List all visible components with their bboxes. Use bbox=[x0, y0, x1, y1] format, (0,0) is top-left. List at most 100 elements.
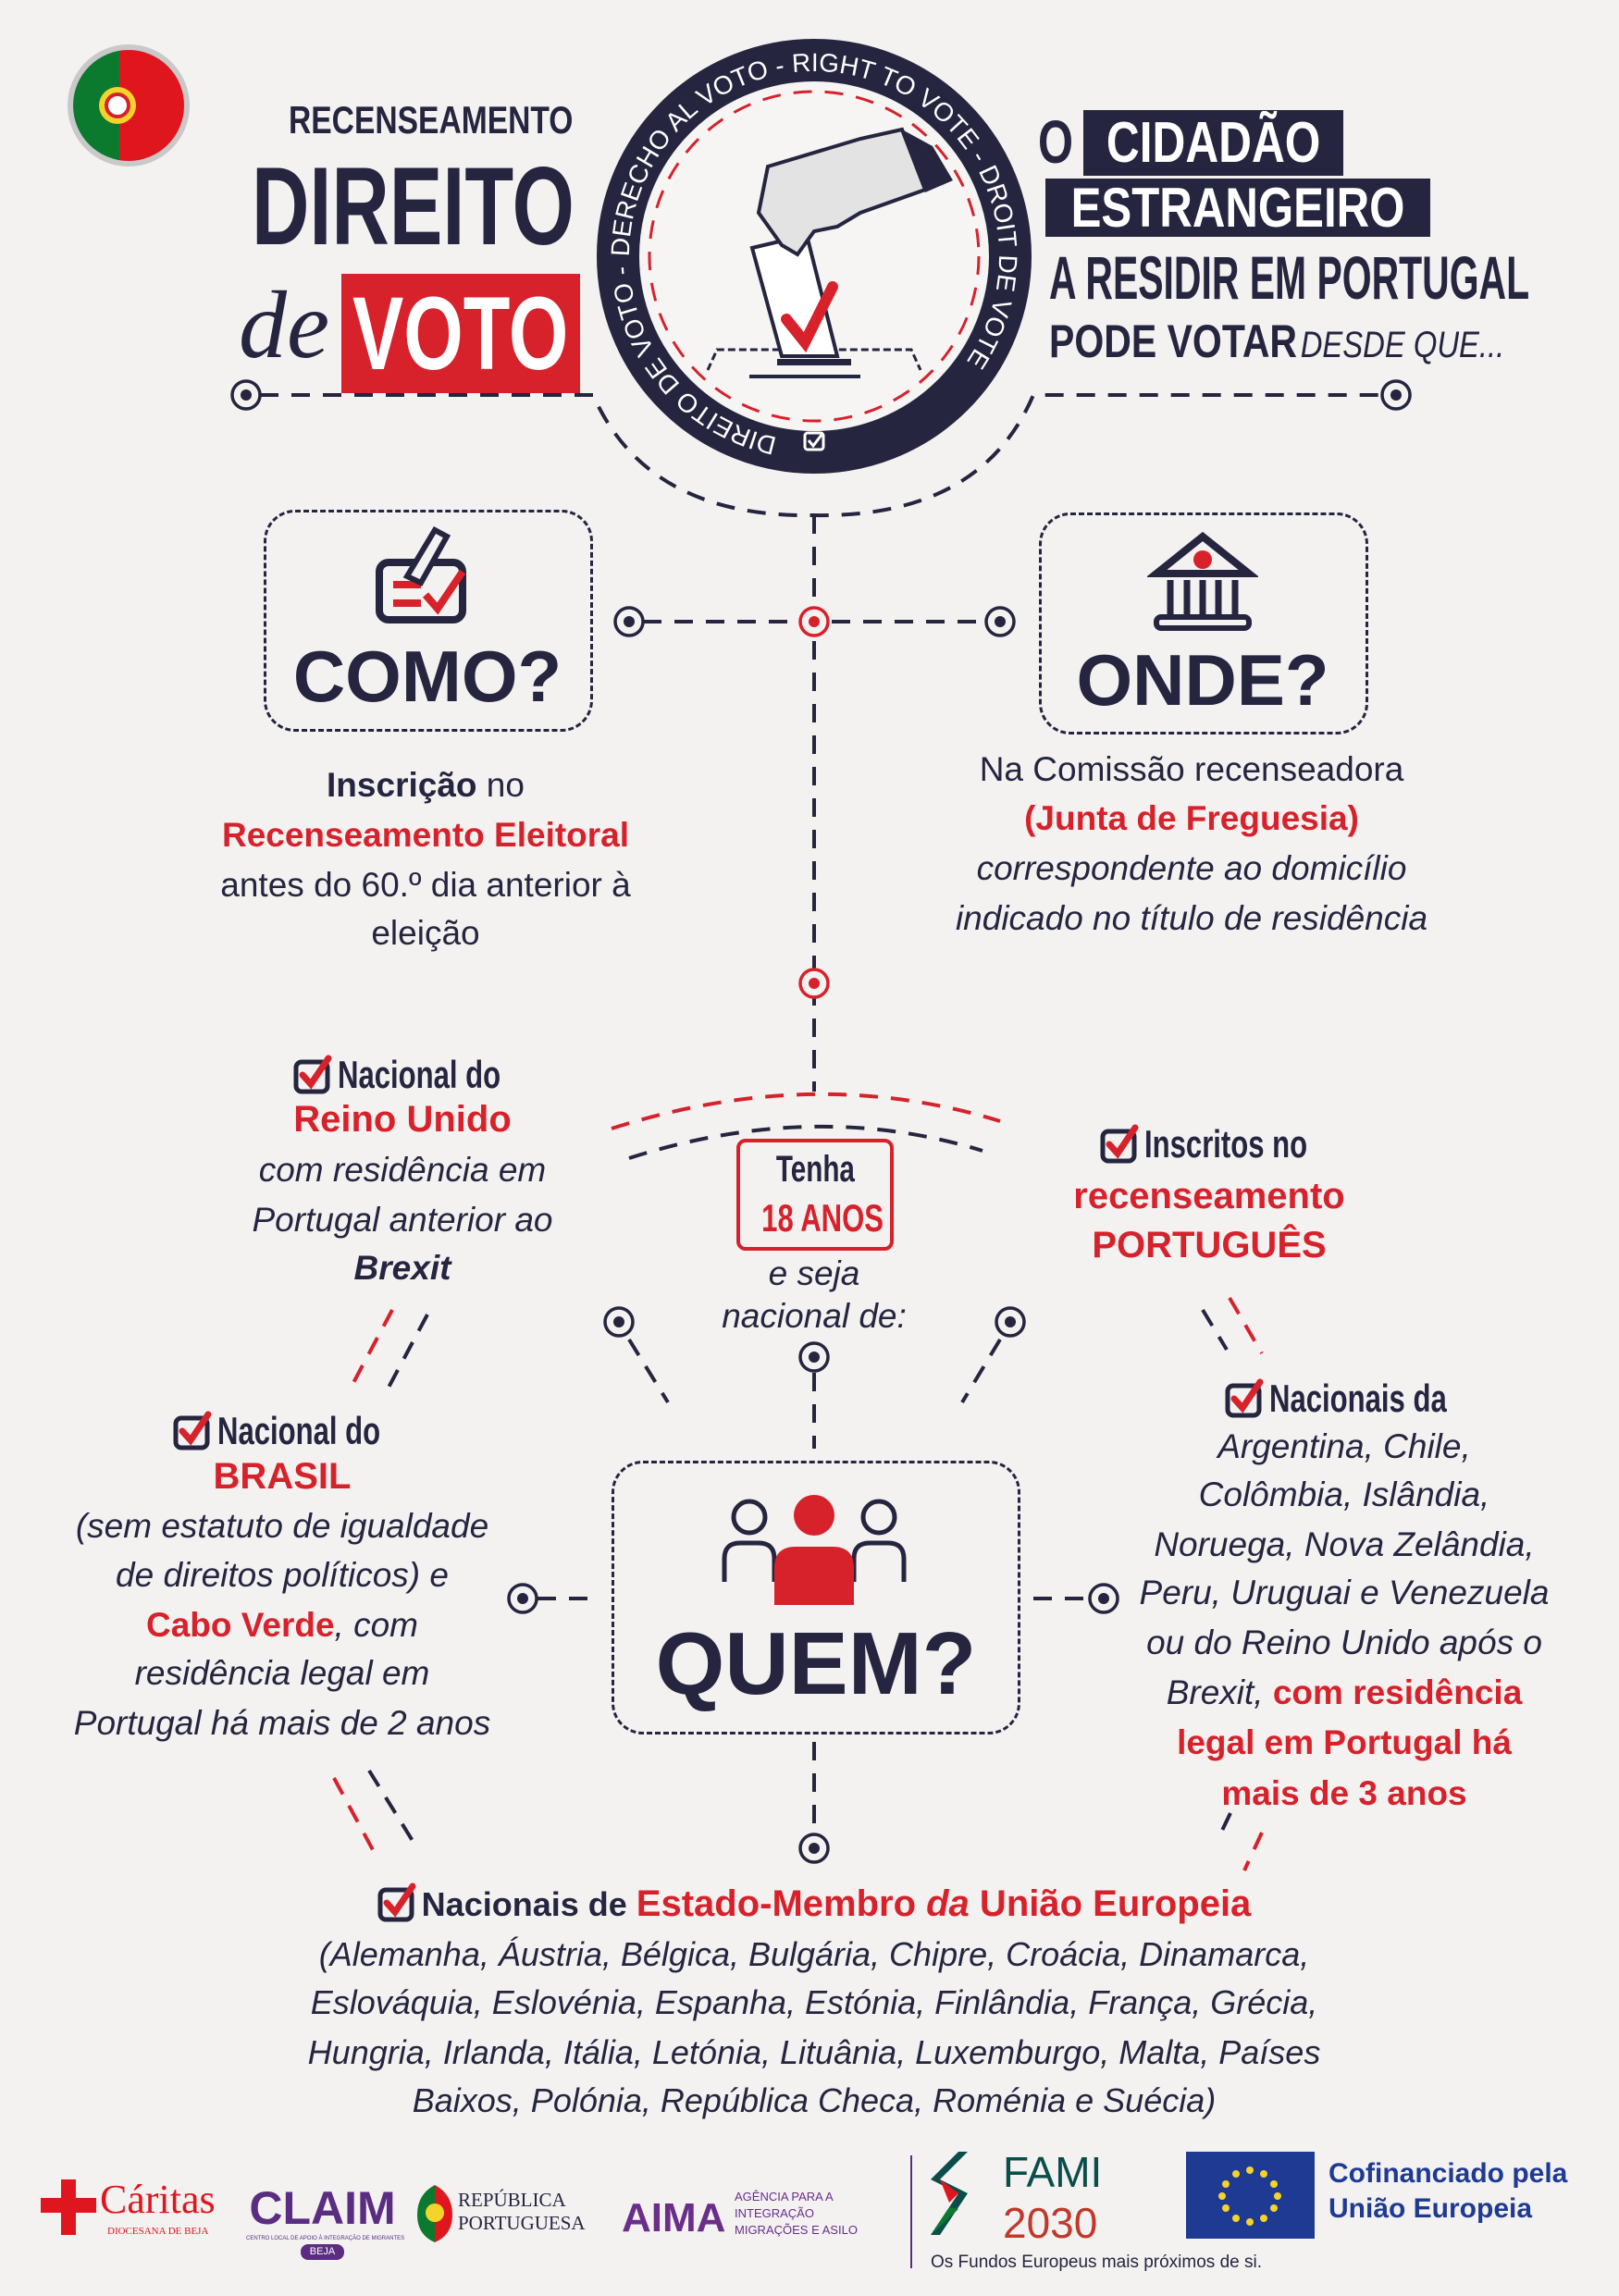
ballot-seal: DIREITO DE VOTO -DERECHO AL VOTO - RIGHT… bbox=[597, 39, 1032, 474]
sleeve bbox=[902, 130, 953, 192]
age-box: Tenha 18 ANOS bbox=[736, 1139, 894, 1251]
spoke-left bbox=[627, 1338, 670, 1404]
right-o: O bbox=[1038, 107, 1073, 176]
onde-box bbox=[1039, 512, 1368, 734]
ue-line3: Eslováquia, Eslovénia, Espanha, Estónia,… bbox=[310, 1983, 1318, 2021]
ue-line2: (Alemanha, Áustria, Bélgica, Bulgária, C… bbox=[318, 1935, 1310, 1973]
diag-red-4 bbox=[1242, 1832, 1264, 1871]
hand-icon bbox=[756, 127, 928, 257]
nacionais-line4: Noruega, Nova Zelândia, bbox=[1154, 1525, 1535, 1563]
dot-center-red bbox=[798, 606, 830, 637]
como-line3: antes do 60.º dia anterior à bbox=[220, 866, 631, 904]
ue-line4: Hungria, Irlanda, Itália, Letónia, Lituâ… bbox=[307, 2033, 1321, 2071]
right-cidadao: CIDADÃO bbox=[1083, 110, 1343, 176]
ue-line5: Baixos, Polónia, República Checa, Roméni… bbox=[412, 2081, 1217, 2119]
como-box bbox=[264, 510, 593, 732]
age-line2: 18 ANOS bbox=[761, 1196, 884, 1240]
dot-spoke-right bbox=[995, 1306, 1026, 1338]
onde-line1: Na Comissão recenseadora bbox=[979, 750, 1404, 788]
caritas-logo: Cáritas DIOCESANA DE BEJA bbox=[41, 2176, 235, 2242]
diag-3 bbox=[367, 1769, 414, 1843]
brasil-line7: Portugal há mais de 2 anos bbox=[73, 1704, 491, 1742]
diag-red-3 bbox=[332, 1777, 379, 1859]
checkbox-checked-icon bbox=[293, 1055, 332, 1094]
footer-divider bbox=[910, 2155, 912, 2268]
nacionais-line9: mais de 3 anos bbox=[1221, 1774, 1467, 1812]
form-pen-icon bbox=[376, 526, 466, 623]
republica-emblem-icon bbox=[417, 2185, 452, 2242]
title-de: de bbox=[239, 272, 330, 378]
spoke-right bbox=[960, 1338, 1002, 1404]
dot-bottom bbox=[798, 1833, 830, 1864]
quem-box bbox=[612, 1461, 1020, 1734]
brasil-line1: Nacional do bbox=[23, 1406, 541, 1455]
nacionais-line1: Nacionais da bbox=[1085, 1374, 1603, 1423]
ballot-box-icon bbox=[706, 348, 922, 371]
onde-line3: correspondente ao domicílio bbox=[976, 849, 1407, 887]
arc-red bbox=[611, 1092, 1001, 1130]
diag-red-2 bbox=[1228, 1296, 1264, 1355]
diag-red-1 bbox=[346, 1309, 394, 1394]
checkbox-checked-icon bbox=[1100, 1124, 1139, 1164]
right-estrangeiro: ESTRANGEIRO bbox=[1045, 177, 1430, 239]
reino-unido-line4: Portugal anterior ao bbox=[252, 1201, 553, 1239]
dot-header-left bbox=[230, 379, 262, 411]
quem-title: QUEM? bbox=[655, 1614, 977, 1713]
dot-onde bbox=[984, 606, 1016, 637]
reino-unido-line1: Nacional do bbox=[171, 1050, 634, 1099]
nacionais-line7: Brexit, com residência bbox=[1166, 1673, 1523, 1711]
dot-left bbox=[507, 1583, 538, 1614]
nacionais-line8: legal em Portugal há bbox=[1177, 1723, 1512, 1761]
building-icon bbox=[1147, 532, 1258, 631]
diag-1 bbox=[381, 1314, 429, 1399]
onde-line2: (Junta de Freguesia) bbox=[1024, 799, 1359, 837]
brasil-line5: Cabo Verde, com bbox=[145, 1606, 419, 1644]
dot-header-right bbox=[1380, 379, 1412, 411]
brasil-line3: (sem estatuto de igualdade bbox=[75, 1507, 489, 1545]
dot-como bbox=[613, 606, 645, 637]
center-line4: nacional de: bbox=[722, 1297, 907, 1335]
reino-unido-line3: com residência em bbox=[258, 1151, 547, 1189]
inscritos-line3: PORTUGUÊS bbox=[1092, 1225, 1327, 1265]
dot-mid-red bbox=[798, 968, 830, 999]
claim-logo: CLAIM CENTRO LOCAL DE APOIO À INTEGRAÇÃO… bbox=[246, 2174, 404, 2266]
dot-right bbox=[1088, 1583, 1119, 1614]
ue-line1: Nacionais de Estado-Membro da União Euro… bbox=[167, 1880, 1462, 1929]
checkbox-checked-icon bbox=[1225, 1378, 1264, 1418]
dot-spoke-center bbox=[798, 1341, 830, 1373]
title-direito: DIREITO bbox=[252, 144, 575, 268]
brasil-line4: de direitos políticos) e bbox=[116, 1556, 449, 1594]
right-residir: A RESIDIR EM PORTUGAL bbox=[1049, 243, 1530, 312]
center-line3: e seja bbox=[768, 1254, 860, 1292]
people-icon bbox=[722, 1495, 907, 1605]
nacionais-line3: Colômbia, Islândia, bbox=[1198, 1475, 1490, 1513]
right-pode: PODE VOTAR DESDE QUE... bbox=[1049, 315, 1505, 367]
brasil-line6: residência legal em bbox=[134, 1654, 430, 1692]
eu-flag-icon bbox=[1186, 2152, 1315, 2239]
nacionais-line2: Argentina, Chile, bbox=[1217, 1427, 1471, 1465]
fami-logo: FAMI 2030 Os Fundos Europeus mais próxim… bbox=[931, 2148, 1262, 2272]
portugal-flag-icon bbox=[68, 44, 190, 167]
nacionais-line5: Peru, Uruguai e Venezuela bbox=[1139, 1574, 1550, 1611]
diag-4 bbox=[1217, 1812, 1232, 1837]
onde-title: ONDE? bbox=[1076, 639, 1329, 721]
brasil-line2: BRASIL bbox=[213, 1456, 352, 1497]
seal-checkbox-icon bbox=[803, 431, 825, 451]
checkbox-checked-icon bbox=[377, 1882, 416, 1922]
inscritos-line1: Inscritos no bbox=[978, 1119, 1440, 1168]
title-voto: VOTO bbox=[341, 274, 580, 393]
como-line4: eleição bbox=[371, 914, 480, 952]
check-mark-icon bbox=[781, 281, 838, 353]
como-line1: Inscrição no bbox=[327, 766, 525, 804]
reino-unido-line2: Reino Unido bbox=[293, 1099, 512, 1140]
kicker: RECENSEAMENTO bbox=[289, 98, 574, 142]
reino-unido-line5: Brexit bbox=[353, 1249, 451, 1287]
checkbox-checked-icon bbox=[173, 1411, 212, 1450]
fami-ribbon-icon bbox=[931, 2152, 968, 2235]
caritas-cross-icon bbox=[41, 2179, 96, 2235]
inscritos-line2: recenseamento bbox=[1073, 1176, 1345, 1216]
